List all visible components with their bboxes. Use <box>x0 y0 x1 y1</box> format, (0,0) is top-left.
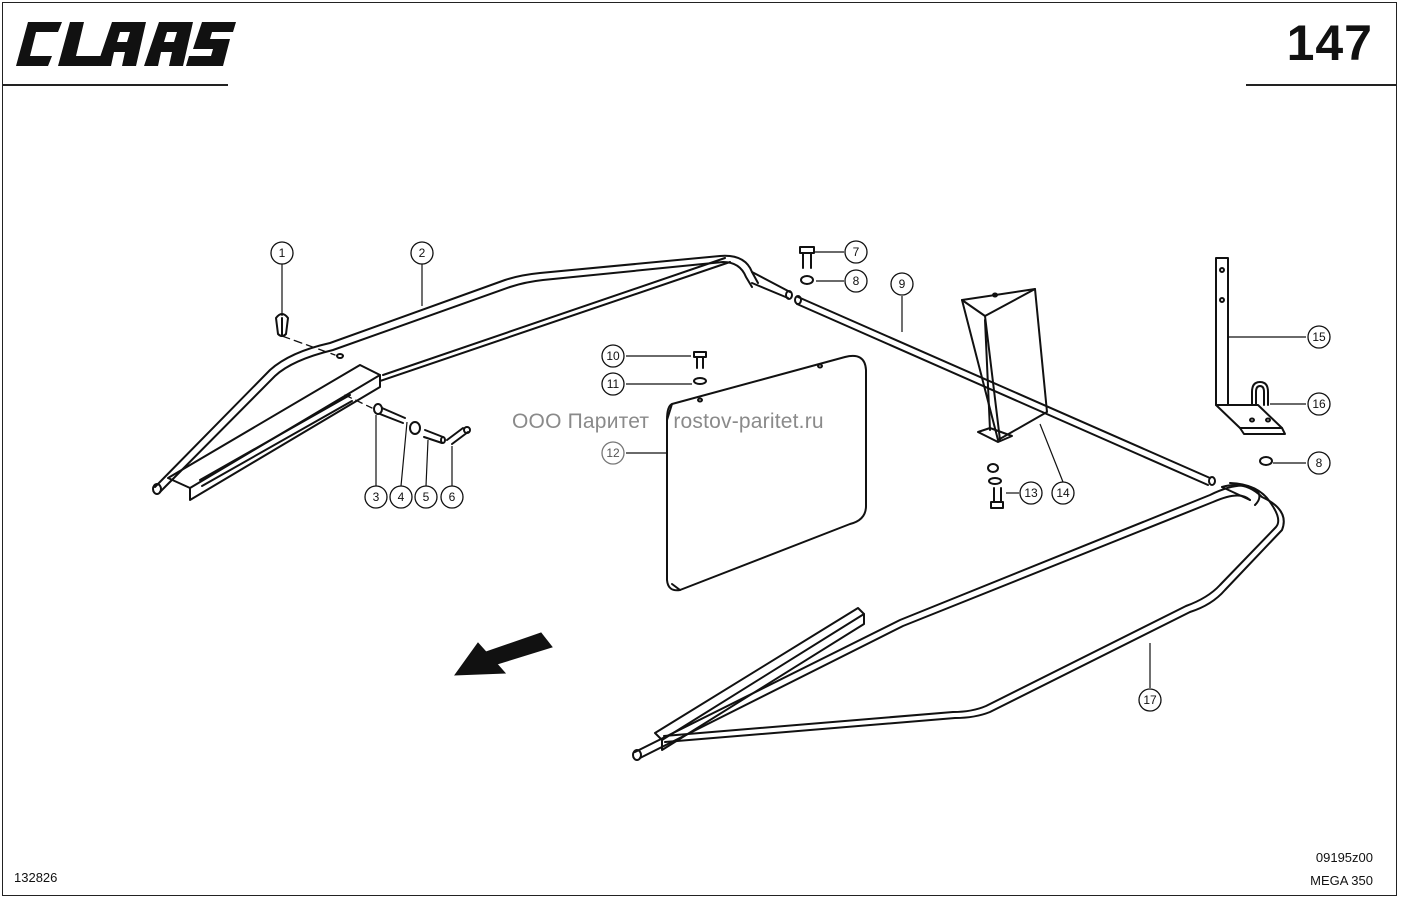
direction-arrow-icon <box>453 632 553 676</box>
part-16-u-bolt <box>1251 381 1269 406</box>
part-13-bolt-set <box>987 463 1004 509</box>
callout-12-label: 12 <box>606 446 620 460</box>
callout-4-label: 4 <box>398 490 405 504</box>
callout-3-label: 3 <box>373 490 380 504</box>
part-9-cross-tube <box>794 295 1216 486</box>
callout-7-label: 7 <box>853 245 860 259</box>
page-number: 147 <box>1286 15 1373 71</box>
callout-17-label: 17 <box>1143 693 1157 707</box>
callout-14: 14 <box>1051 481 1075 505</box>
callout-8-top-label: 8 <box>853 274 860 288</box>
part-15-angle-strap <box>1215 257 1286 435</box>
callout-2: 2 <box>410 241 434 265</box>
callout-5: 5 <box>414 485 438 509</box>
drawing-code: 09195z00 <box>1315 850 1373 865</box>
callout-10: 10 <box>601 344 625 368</box>
callout-7: 7 <box>844 240 868 264</box>
page-number-underline <box>1246 84 1397 86</box>
callout-13-label: 13 <box>1024 486 1038 500</box>
callout-14-label: 14 <box>1056 486 1070 500</box>
watermark: ООО Паритет rostov-paritet.ru <box>512 410 824 433</box>
callout-13: 13 <box>1019 481 1043 505</box>
callout-9-label: 9 <box>899 277 906 291</box>
callout-1: 1 <box>270 241 294 265</box>
callout-2-label: 2 <box>419 246 426 260</box>
part-7-bolt <box>799 246 815 269</box>
part-8-nut-right <box>1259 456 1273 466</box>
part-14-support-bracket <box>961 288 1048 443</box>
callout-15-label: 15 <box>1312 330 1326 344</box>
callout-8-top: 8 <box>844 269 868 293</box>
callout-8-right: 8 <box>1307 451 1331 475</box>
part-1-lynch-pin <box>275 313 336 356</box>
callout-5-label: 5 <box>423 490 430 504</box>
callout-16-label: 16 <box>1312 397 1326 411</box>
callout-16: 16 <box>1307 392 1331 416</box>
part-11-washer <box>693 377 707 385</box>
callout-11: 11 <box>601 372 625 396</box>
model-name: MEGA 350 <box>1310 873 1373 888</box>
part-2-left-frame <box>152 254 793 501</box>
callout-8-right-label: 8 <box>1316 456 1323 470</box>
callout-3: 3 <box>364 485 388 509</box>
callout-12: 12 <box>601 441 625 465</box>
callout-6: 6 <box>440 485 464 509</box>
callout-1-label: 1 <box>279 246 286 260</box>
part-8-nut-top <box>800 275 814 285</box>
part-17-right-frame <box>632 482 1285 761</box>
callout-4: 4 <box>389 485 413 509</box>
part-10-screw <box>693 351 707 369</box>
callout-9: 9 <box>890 272 914 296</box>
parts-3-6-hardware <box>344 394 471 445</box>
callout-11-label: 11 <box>607 377 620 391</box>
callout-17: 17 <box>1138 688 1162 712</box>
drawing-number: 132826 <box>14 870 58 885</box>
callout-6-label: 6 <box>449 490 456 504</box>
part-12-panel <box>666 354 867 592</box>
logo-underline <box>2 84 228 86</box>
callout-15: 15 <box>1307 325 1331 349</box>
claas-logo <box>14 18 236 70</box>
callout-10-label: 10 <box>606 349 620 363</box>
